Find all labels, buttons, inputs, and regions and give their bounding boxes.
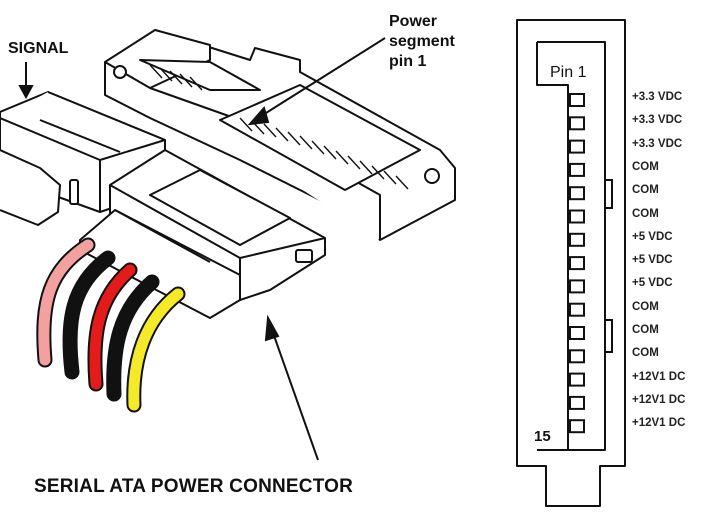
pin-13-box [569,372,585,387]
pin-box-group [569,93,585,434]
pin-6-label: COM [632,207,659,220]
signal-arrow [18,62,34,100]
wire-red-fill [89,264,136,390]
pin-9-box [569,279,585,294]
signal-label: SIGNAL [8,40,69,57]
pin-13-label: +12V1 DC [632,370,686,383]
pinout-key-notches [604,179,613,353]
pin-15-label: +12V1 DC [632,417,686,430]
pin-7-label: +5 VDC [632,230,673,243]
pin-10-box [569,302,585,317]
wire-bundle [36,237,186,413]
pin-11-label: COM [632,324,659,336]
pin-1-box [569,93,585,107]
pin-3-label: +3.3 VDC [632,137,683,150]
power-segment-arrow [247,37,386,126]
pin-4-label: COM [632,160,659,173]
power-segment-label: Power segment pin 1 [389,12,455,72]
power-plug-connector [79,149,326,319]
pin-11-box [569,326,585,340]
power-connector-arrow [264,314,319,461]
pin-15-label: 15 [534,428,551,445]
pin-3-box [569,139,585,154]
pin-4-box [569,162,585,177]
power-segment-line-2: segment [389,33,455,50]
pin-9-label: +5 VDC [632,277,673,290]
pin-12-label: COM [632,347,659,360]
pin-12-box [569,349,585,364]
diagram-title: SERIAL ATA POWER CONNECTOR [34,476,354,497]
power-segment-line-1: Power [389,13,438,30]
pin-8-label: +5 VDC [632,254,673,267]
pin-8-box [569,256,585,271]
pin-10-label: COM [632,300,659,313]
pin-5-label: COM [632,184,659,197]
pin-1-label: +3.3 VDC [632,91,683,103]
pin-14-label: +12V1 DC [632,393,686,406]
wire-black-2-fill [108,276,158,400]
power-segment-line-3: pin 1 [389,53,427,70]
wire-black-1-fill [64,252,114,378]
pin-2-box [569,116,585,131]
pin-5-box [569,186,585,201]
pin-14-box [569,395,585,410]
wire-yellow-fill [128,288,184,411]
pin-6-box [569,209,585,224]
pin-15-box [569,419,585,434]
pin-1-label: Pin 1 [550,64,587,81]
receptacle-pins [149,64,409,190]
pin-7-box [569,232,585,247]
wire-pink-fill [38,239,94,366]
pin-2-label: +3.3 VDC [632,114,683,127]
